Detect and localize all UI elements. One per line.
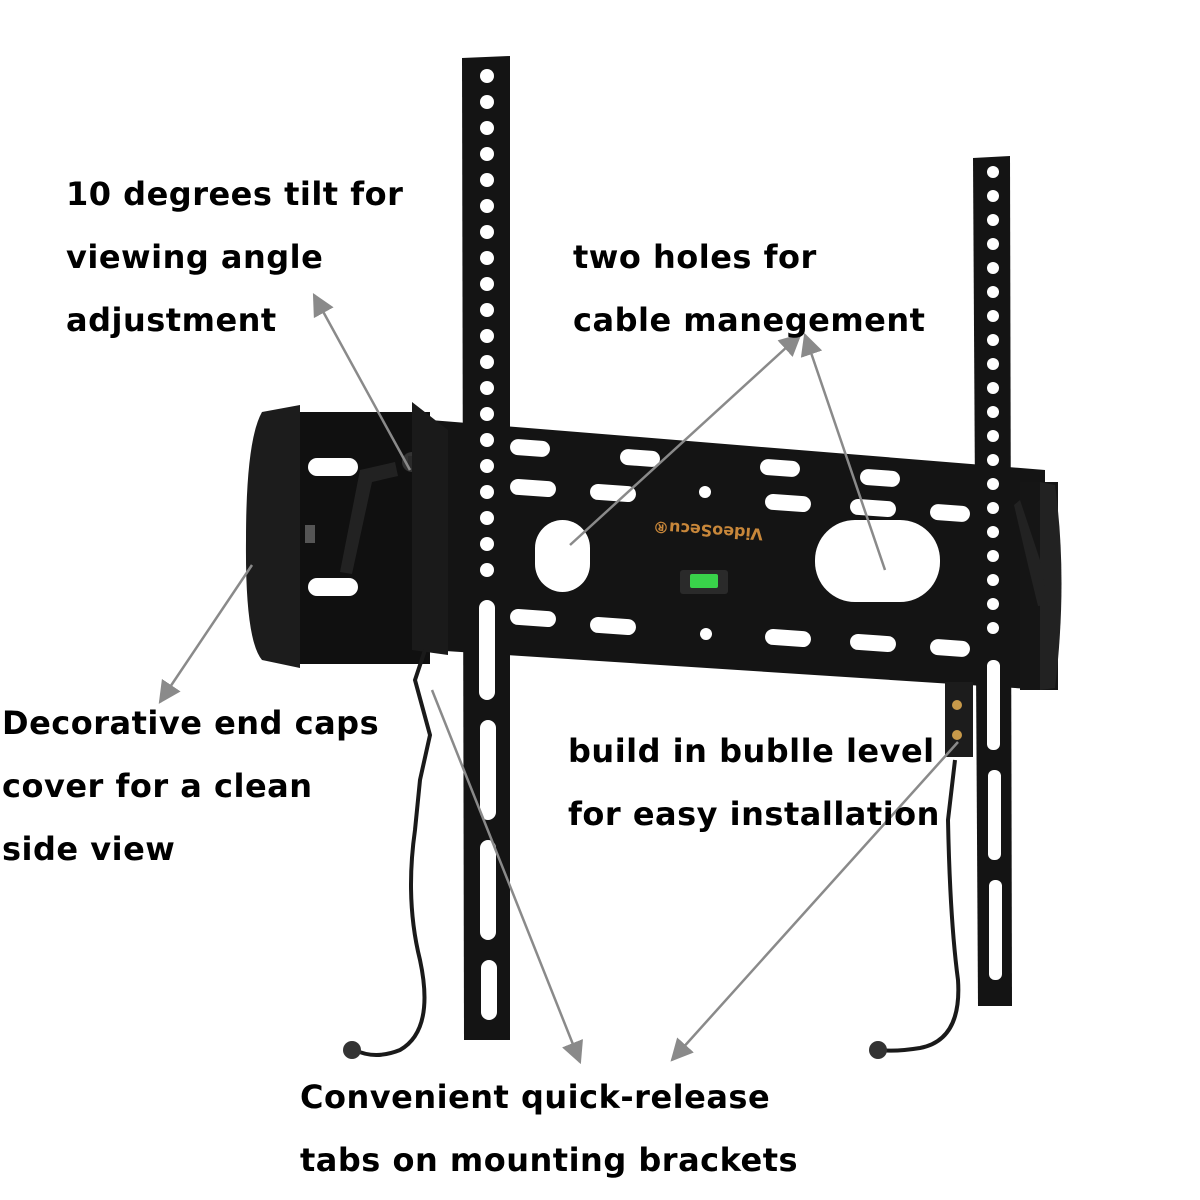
callout-caps-line-3: side view — [2, 830, 176, 868]
callout-tilt-line-2: viewing angle — [66, 238, 324, 276]
wall-plate — [430, 420, 1045, 690]
callout-tabs-line-1: Convenient quick-release — [300, 1078, 771, 1116]
right-vertical-bracket — [945, 156, 1048, 1006]
callout-cable-holes: two holes for cable manegement — [573, 226, 925, 352]
callout-end-caps: Decorative end caps cover for a clean si… — [2, 692, 379, 881]
cord-end-left — [343, 1041, 361, 1059]
callout-bubble-level: build in bublle level for easy installat… — [568, 720, 940, 846]
callout-caps-line-1: Decorative end caps — [2, 704, 380, 742]
callout-tilt-line-3: adjustment — [66, 301, 277, 339]
bubble-level — [680, 570, 728, 594]
callout-tilt: 10 degrees tilt for viewing angle adjust… — [66, 163, 403, 352]
callout-level-line-2: for easy installation — [568, 795, 940, 833]
callout-level-line-1: build in bublle level — [568, 732, 935, 770]
callout-quick-release: Convenient quick-release tabs on mountin… — [300, 1066, 798, 1192]
callout-holes-line-1: two holes for — [573, 238, 817, 276]
callout-tilt-line-1: 10 degrees tilt for — [66, 175, 404, 213]
left-end-cap — [245, 405, 430, 668]
cord-end-right — [869, 1041, 887, 1059]
callout-tabs-line-2: tabs on mounting brackets — [300, 1141, 799, 1179]
callout-arrows — [158, 293, 959, 1065]
quick-release-cords — [354, 649, 961, 1057]
callout-holes-line-2: cable manegement — [573, 301, 926, 339]
callout-caps-line-2: cover for a clean — [2, 767, 313, 805]
